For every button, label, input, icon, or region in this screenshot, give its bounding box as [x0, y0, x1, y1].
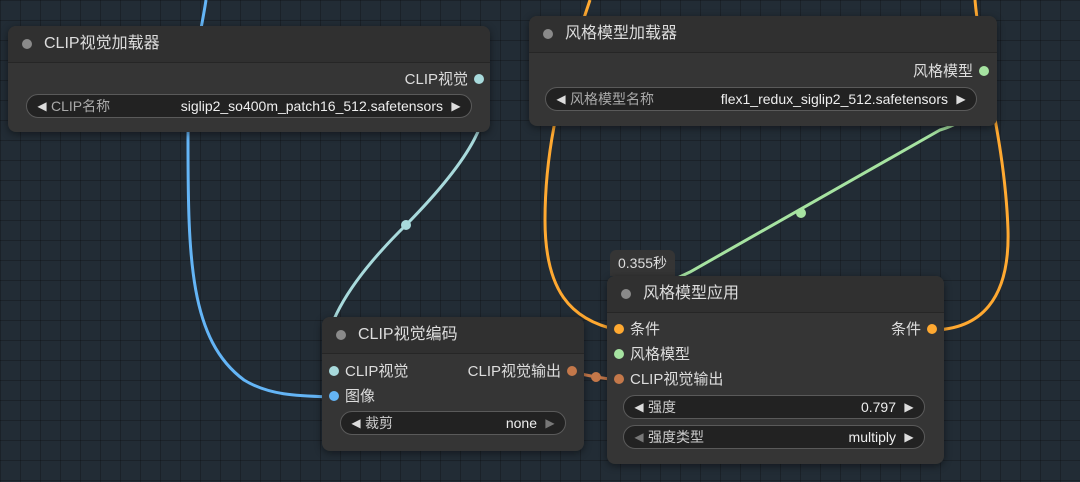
collapse-dot-icon[interactable]	[336, 330, 346, 340]
collapse-dot-icon[interactable]	[543, 29, 553, 39]
style-model-name-combo[interactable]: ◀ 风格模型名称 flex1_redux_siglip2_512.safeten…	[545, 87, 977, 111]
input-pin-icon[interactable]	[329, 391, 339, 402]
image-input-slot[interactable]: 图像	[329, 387, 375, 407]
clip-vision-encode-node[interactable]: CLIP视觉编码 CLIP视觉 图像 CLIP视觉输出 ◀ 裁剪 none ▶	[322, 317, 584, 451]
right-arrow-icon[interactable]: ▶	[545, 416, 555, 430]
style-model-apply-node[interactable]: 风格模型应用 条件 风格模型 CLIP视觉输出 条件 ◀ 强度 0.797 ▶ …	[607, 276, 944, 464]
decrement-arrow-icon[interactable]: ◀	[634, 400, 644, 414]
output-pin-icon[interactable]	[979, 66, 989, 77]
crop-combo[interactable]: ◀ 裁剪 none ▶	[340, 411, 566, 435]
node-title[interactable]: 风格模型加载器	[529, 16, 997, 53]
clip-vision-loader-node[interactable]: CLIP视觉加载器 CLIP视觉 ◀ CLIP名称 siglip2_so400m…	[8, 26, 490, 132]
style-model-wire-midpoint[interactable]	[796, 208, 806, 218]
execution-time-badge: 0.355秒	[610, 250, 676, 276]
node-title[interactable]: CLIP视觉编码	[322, 317, 584, 354]
input-pin-icon[interactable]	[329, 366, 339, 377]
strength-type-combo[interactable]: ◀ 强度类型 multiply ▶	[623, 425, 925, 449]
clip-name-combo[interactable]: ◀ CLIP名称 siglip2_so400m_patch16_512.safe…	[26, 94, 472, 118]
style-model-input-slot[interactable]: 风格模型	[614, 345, 690, 365]
input-pin-icon[interactable]	[614, 374, 624, 385]
left-arrow-icon[interactable]: ◀	[37, 99, 47, 113]
clip-vision-input-slot[interactable]: CLIP视觉	[329, 362, 408, 382]
collapse-dot-icon[interactable]	[621, 289, 631, 299]
clip-vision-output-wire-midpoint[interactable]	[591, 372, 601, 382]
clip-vision-output-slot[interactable]: CLIP视觉输出	[468, 362, 577, 382]
strength-number-widget[interactable]: ◀ 强度 0.797 ▶	[623, 395, 925, 419]
output-pin-icon[interactable]	[567, 366, 577, 377]
clip-vision-output-input-slot[interactable]: CLIP视觉输出	[614, 370, 723, 390]
style-model-loader-node[interactable]: 风格模型加载器 风格模型 ◀ 风格模型名称 flex1_redux_siglip…	[529, 16, 997, 126]
style-model-output-slot[interactable]: 风格模型	[913, 62, 989, 82]
input-pin-icon[interactable]	[614, 324, 624, 335]
left-arrow-icon[interactable]: ◀	[556, 92, 566, 106]
node-title[interactable]: 风格模型应用	[607, 276, 944, 313]
clip-vision-output-slot[interactable]: CLIP视觉	[405, 70, 484, 90]
left-arrow-icon[interactable]: ◀	[351, 416, 361, 430]
right-arrow-icon[interactable]: ▶	[451, 99, 461, 113]
conditioning-input-slot[interactable]: 条件	[614, 320, 660, 340]
output-pin-icon[interactable]	[474, 74, 484, 85]
right-arrow-icon[interactable]: ▶	[904, 430, 914, 444]
output-pin-icon[interactable]	[927, 324, 937, 335]
increment-arrow-icon[interactable]: ▶	[904, 400, 914, 414]
clip-vision-wire-midpoint[interactable]	[401, 220, 411, 230]
collapse-dot-icon[interactable]	[22, 39, 32, 49]
input-pin-icon[interactable]	[614, 349, 624, 360]
left-arrow-icon[interactable]: ◀	[634, 430, 644, 444]
node-title[interactable]: CLIP视觉加载器	[8, 26, 490, 63]
right-arrow-icon[interactable]: ▶	[956, 92, 966, 106]
conditioning-output-slot[interactable]: 条件	[891, 320, 937, 340]
